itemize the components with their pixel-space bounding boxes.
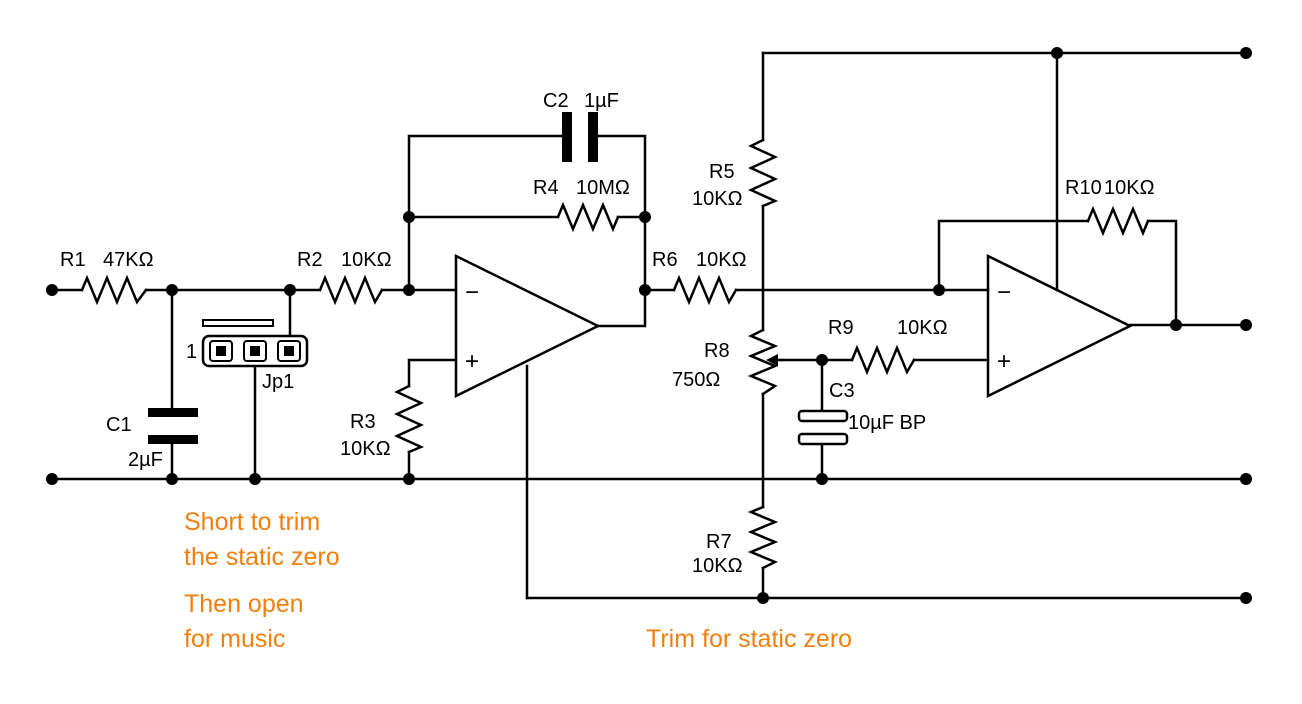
opamp-2-plus: +	[997, 348, 1011, 375]
r10-value: 10KΩ	[1104, 177, 1155, 199]
resistor-r4	[556, 201, 620, 233]
r4-ref: R4	[533, 177, 559, 199]
opamp-1: − +	[454, 253, 601, 399]
potentiometer-r8	[747, 328, 779, 396]
r9-value: 10KΩ	[897, 317, 948, 339]
note-open-line1: Then open	[184, 590, 304, 618]
c1-ref: C1	[106, 414, 132, 436]
c1-value: 2µF	[128, 449, 163, 471]
resistor-r2	[318, 274, 384, 306]
c3-ref: C3	[829, 380, 855, 402]
r1-value: 47KΩ	[103, 249, 154, 271]
resistor-r3	[393, 384, 425, 454]
r7-ref: R7	[706, 531, 732, 553]
opamp-1-plus: +	[465, 348, 479, 375]
c3-value: 10µF BP	[848, 412, 926, 434]
r7-value: 10KΩ	[692, 555, 743, 577]
note-open-line2: for music	[184, 625, 285, 653]
r6-value: 10KΩ	[696, 249, 747, 271]
potentiometer-wiper-arrow	[766, 354, 784, 366]
resistor-r6	[672, 274, 738, 306]
r3-ref: R3	[350, 411, 376, 433]
r5-value: 10KΩ	[692, 188, 743, 210]
note-trim: Trim for static zero	[646, 625, 852, 653]
r1-ref: R1	[60, 249, 86, 271]
jp1-ref: Jp1	[262, 371, 294, 393]
top-rail-terminal	[1240, 47, 1252, 59]
r9-ref: R9	[828, 317, 854, 339]
ground-terminal-left	[46, 473, 58, 485]
r3-value: 10KΩ	[340, 438, 391, 460]
r10-ref: R10	[1065, 177, 1102, 199]
r8-ref: R8	[704, 340, 730, 362]
opamp-1-minus: −	[465, 279, 479, 306]
c2-value: 1µF	[584, 90, 619, 112]
junction-dots	[166, 47, 1182, 604]
terminals	[46, 47, 1252, 604]
r8-value: 750Ω	[672, 369, 720, 391]
capacitor-c1	[148, 408, 198, 444]
capacitor-c3-bipolar	[797, 409, 849, 446]
r5-ref: R5	[709, 161, 735, 183]
r6-ref: R6	[652, 249, 678, 271]
input-terminal	[46, 284, 58, 296]
bottom-rail-terminal	[1240, 592, 1252, 604]
resistor-r9	[850, 344, 916, 376]
opamp-2-minus: −	[997, 279, 1011, 306]
c2-ref: C2	[543, 90, 569, 112]
note-short-line1: Short to trim	[184, 508, 320, 536]
resistor-r5	[747, 138, 779, 208]
opamp-2: − +	[986, 253, 1133, 399]
ground-terminal-right	[1240, 473, 1252, 485]
jumper-jp1	[201, 319, 309, 368]
resistor-r1	[80, 274, 148, 306]
jp1-pin1-label: 1	[186, 341, 197, 363]
r2-value: 10KΩ	[341, 249, 392, 271]
resistor-r7	[747, 505, 779, 570]
r2-ref: R2	[297, 249, 323, 271]
capacitor-c2	[562, 112, 598, 162]
resistor-r10	[1086, 205, 1150, 237]
r4-value: 10MΩ	[576, 177, 630, 199]
output-terminal	[1240, 319, 1252, 331]
note-short-line2: the static zero	[184, 543, 340, 571]
